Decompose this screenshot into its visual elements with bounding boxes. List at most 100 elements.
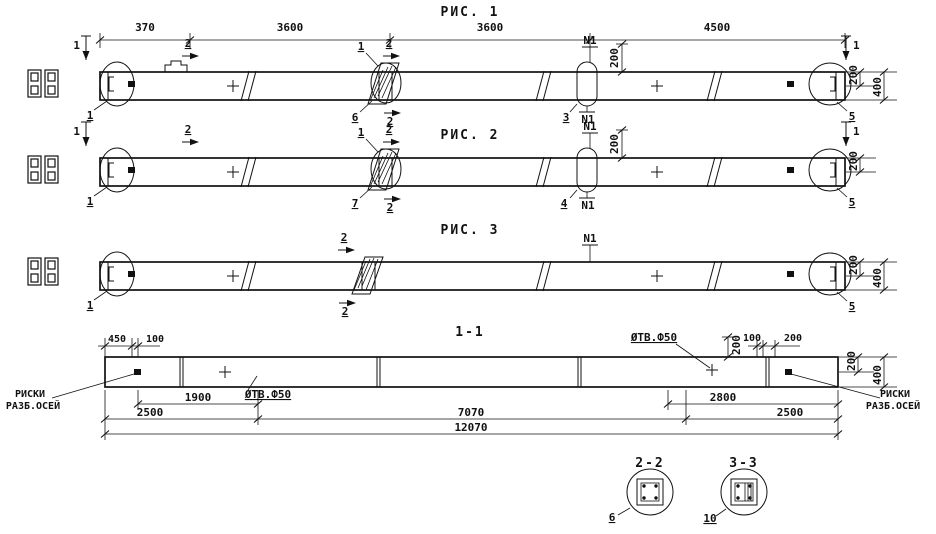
fig2-section1-marker-left: 1 — [73, 121, 91, 146]
fig2-beam — [99, 156, 846, 188]
fig3-right-dimensions: 200 400 — [846, 255, 897, 295]
fig2-title: РИС. 2 — [441, 128, 500, 143]
section-dim-200-right: 200 — [784, 333, 802, 344]
fig1-axis-mark-top: N1 — [583, 34, 597, 47]
fig2-hole-callout-label: 4 — [561, 197, 568, 210]
section-topright-dimensions: 100 200 — [743, 333, 802, 357]
fig3-title: РИС. 3 — [441, 223, 500, 238]
fig3-left-callout-label: 1 — [87, 299, 94, 312]
fig1-top-dimensions — [95, 33, 850, 48]
detail-2-2-group: 2-2 6 — [609, 456, 674, 524]
fig2-right-dim-200: 200 — [847, 151, 860, 171]
fig3-right-dim-200: 200 — [847, 255, 860, 275]
fig3-section2-label-bottom: 2 — [342, 305, 349, 318]
fig1-lifting-hole: N1 N1 3 — [563, 34, 598, 126]
fig3-group: РИС. 3 2 2 N1 — [87, 223, 897, 318]
fig2-axis-mark-bottom: N1 — [581, 199, 595, 212]
section-hole-label-left: ØТВ.Ф50 — [244, 388, 291, 401]
fig2-break-mark — [535, 156, 552, 188]
fig1-break-mark — [706, 70, 723, 102]
detail-3-3-circle — [720, 468, 768, 516]
fig1-title: РИС. 1 — [441, 5, 500, 20]
fig1-section2-marker-a: 2 — [182, 37, 199, 60]
fig1-section2-label-b: 2 — [386, 37, 393, 50]
fig3-section2-label-top: 2 — [341, 231, 348, 244]
fig1-section1-marker-left: 1 — [73, 35, 91, 60]
fig3-right-dim-400: 400 — [871, 268, 884, 288]
fig2-break-mark — [240, 156, 257, 188]
section-axis-right-line1: РИСКИ — [880, 389, 910, 400]
section-axis-left-line1: РИСКИ — [15, 389, 45, 400]
fig1-insert-number-label: 6 — [352, 111, 359, 124]
fig2-section2-marker-a: 2 — [182, 123, 199, 146]
fig2-left-end-callout: 1 — [87, 147, 135, 208]
fig2-right-callout-label: 5 — [849, 196, 856, 209]
fig1-center-cross-b — [651, 80, 663, 92]
fig1-right-end-callout: 5 — [808, 62, 855, 123]
detail-3-3-group: 3-3 10 — [703, 456, 768, 525]
fig1-insert-detail: 1 6 — [352, 40, 402, 124]
fig1-right-dim-400: 400 — [871, 77, 884, 97]
fig1-axis-mark-square-right — [787, 81, 794, 87]
section-dim-1900: 1900 — [185, 391, 212, 404]
section-axis-square-left — [134, 369, 141, 375]
detail-3-3-callout: 10 — [703, 512, 716, 525]
section-axis-right-line2: РАЗБ.ОСЕЙ — [866, 399, 920, 412]
fig1-joint-tab — [164, 60, 188, 72]
fig3-section2-marker-top: 2 — [338, 231, 355, 254]
fig1-group: РИС. 1 370 3600 3600 4500 1 1 2 — [73, 5, 897, 128]
fig2-section2-marker-c: 2 — [384, 195, 401, 214]
detail-2-2-title: 2-2 — [635, 456, 664, 471]
fig1-left-end-callout: 1 — [87, 61, 135, 122]
fig2-section1-label-right: 1 — [853, 125, 860, 138]
section-right-dim-200: 200 — [845, 351, 858, 371]
section-hole-cross-right — [706, 364, 718, 376]
fig1-section2-label-c: 2 — [387, 115, 394, 128]
fig2-group: РИС. 2 1 1 2 2 2 — [73, 120, 876, 214]
fig2-section2-marker-b: 2 — [383, 123, 400, 146]
section-center-cross-left — [219, 366, 231, 378]
fig1-beam — [99, 60, 846, 102]
fig3-break-mark — [706, 260, 723, 292]
section-hole-label-left-group: ØТВ.Ф50 — [244, 375, 291, 401]
section-dim-100-left: 100 — [146, 334, 164, 345]
fig2-section1-marker-right: 1 — [841, 121, 860, 146]
fig3-right-end-callout: 5 — [808, 252, 855, 313]
fig1-section2-label-a: 2 — [185, 37, 192, 50]
fig2-left-callout-label: 1 — [87, 195, 94, 208]
section-dim-2800: 2800 — [710, 391, 737, 404]
section-dim-100-right: 100 — [743, 333, 761, 344]
detail-2-2-callout: 6 — [609, 511, 616, 524]
section-1-1-group: 1-1 450 100 — [6, 325, 920, 440]
fig2-axis-mark-square-left — [128, 167, 135, 173]
section-axis-label-right: РИСКИ РАЗБ.ОСЕЙ — [790, 373, 920, 412]
section-bottom-dimensions: 1900 2800 2500 7070 2500 12070 — [100, 390, 843, 440]
fig1-right-dim-200: 200 — [847, 65, 860, 85]
section-axis-square-right — [785, 369, 792, 375]
fig1-insert-callout-label: 1 — [358, 40, 365, 53]
section-dim-450: 450 — [108, 334, 126, 345]
fig2-axis-mark-top: N1 — [583, 120, 597, 133]
fig2-section2-label-b: 2 — [386, 123, 393, 136]
fig2-offset-dim-label: 200 — [608, 134, 621, 154]
fig3-axis-mark-group: N1 — [582, 232, 598, 262]
fig1-offset-dim-label: 200 — [608, 48, 621, 68]
fig2-section1-label-left: 1 — [73, 125, 80, 138]
fig1-right-dimensions: 200 400 — [846, 65, 897, 105]
section-axis-left-line2: РАЗБ.ОСЕЙ — [6, 399, 60, 412]
fig1-break-mark — [535, 70, 552, 102]
fig1-offset-dimension: 200 — [608, 39, 628, 77]
fig1-dim-3600-a: 3600 — [277, 21, 304, 34]
section-hole-offset-label: 200 — [730, 335, 743, 355]
fig1-dim-370: 370 — [135, 21, 155, 34]
beam-section-icon — [27, 155, 59, 184]
fig2-insert-callout-label: 1 — [358, 126, 365, 139]
section-beam — [104, 356, 839, 388]
fig1-section2-marker-b: 2 — [383, 37, 400, 60]
fig2-right-end-callout: 5 — [808, 148, 856, 209]
section-dim-2500-left: 2500 — [137, 406, 164, 419]
fig3-axis-mark-top: N1 — [583, 232, 597, 245]
fig3-axis-mark-square-right — [787, 271, 794, 277]
section-dim-overall: 12070 — [454, 421, 487, 434]
